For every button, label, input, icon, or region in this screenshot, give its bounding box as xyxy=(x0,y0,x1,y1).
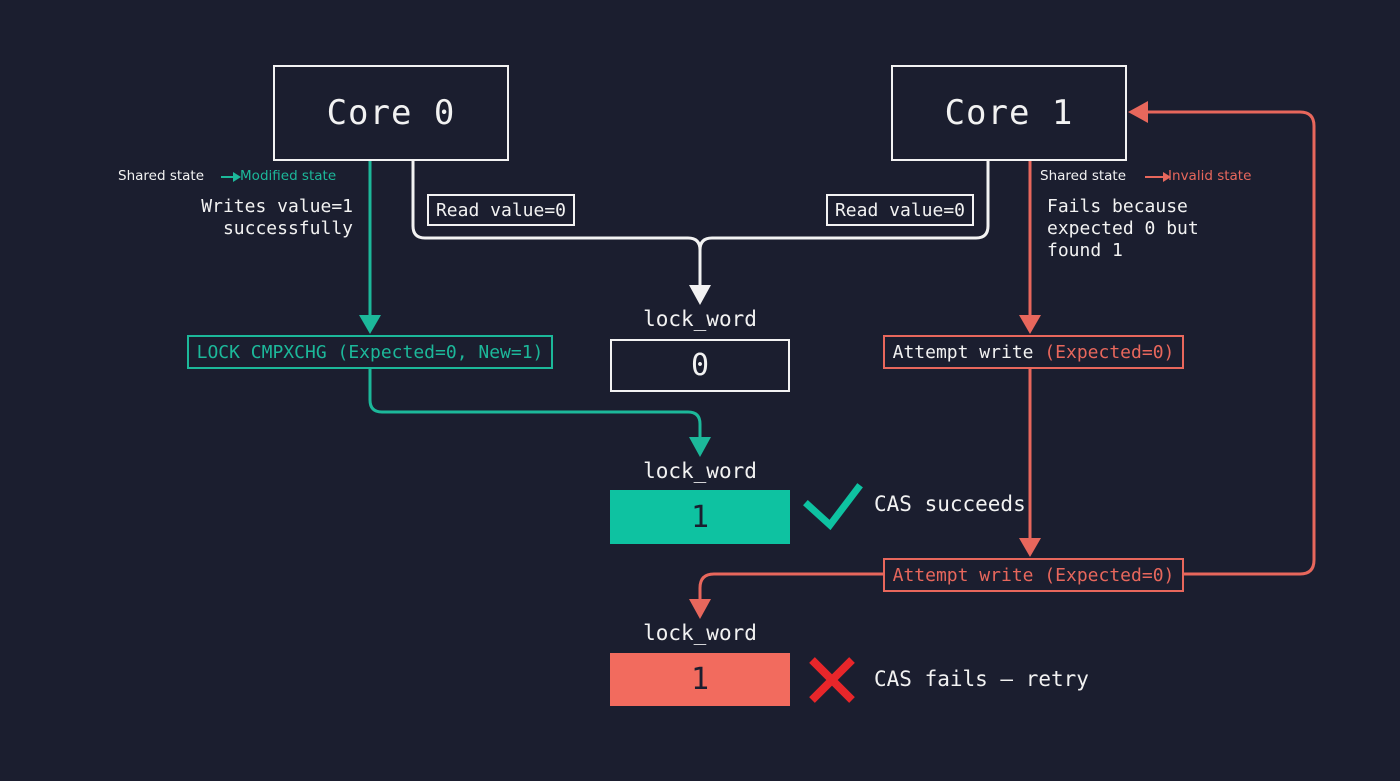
core1-read-box: Read value=0 xyxy=(826,194,974,226)
core1-box: Core 1 xyxy=(891,65,1127,161)
core0-state-from: Shared state xyxy=(118,168,205,184)
read-merge-arrow xyxy=(411,160,990,288)
core1-fail-note: Fails because expected 0 but found 1 xyxy=(1047,196,1199,261)
read-merge-arrowhead xyxy=(689,285,711,305)
attempt-write-1-prefix: Attempt write xyxy=(892,341,1045,363)
cross-icon xyxy=(809,657,855,703)
attempt-write-box-2: Attempt write (Expected=0) xyxy=(883,558,1184,592)
core1-arrowhead-3 xyxy=(689,599,711,619)
core1-state-from: Shared state xyxy=(1040,168,1127,184)
core1-arrowhead-1 xyxy=(1019,315,1041,334)
lock-word-label-success: lock_word xyxy=(643,459,757,483)
core0-read-box: Read value=0 xyxy=(427,194,575,226)
check-icon xyxy=(803,483,863,531)
lock-word-label-initial: lock_word xyxy=(643,307,757,331)
core1-state-arrow xyxy=(1145,172,1171,182)
core1-state-transition: Shared state Invalid state xyxy=(1040,168,1251,184)
core0-arrowhead-2 xyxy=(689,437,711,457)
core0-arrowhead-1 xyxy=(359,315,381,334)
attempt-write-1-suffix: (Expected=0) xyxy=(1044,341,1175,363)
core1-attempt-arrow xyxy=(698,110,1316,600)
lock-word-value-initial: 0 xyxy=(610,339,790,392)
core0-state-transition: Shared state Modified state xyxy=(118,168,336,184)
attempt-write-box-1: Attempt write (Expected=0) xyxy=(883,335,1184,369)
core0-state-arrow xyxy=(221,172,241,182)
core0-write-note: Writes value=1 successfully xyxy=(201,196,353,239)
lock-word-value-fail: 1 xyxy=(610,653,790,706)
core0-write-arrow xyxy=(368,160,702,440)
cmpxchg-op-box: LOCK CMPXCHG (Expected=0, New=1) xyxy=(187,335,553,369)
core0-box: Core 0 xyxy=(273,65,509,161)
lock-word-label-fail: lock_word xyxy=(643,621,757,645)
retry-arrowhead xyxy=(1128,101,1148,123)
core1-arrowhead-2 xyxy=(1019,538,1041,557)
cas-success-text: CAS succeeds xyxy=(874,492,1026,516)
lock-word-value-success: 1 xyxy=(610,490,790,544)
cas-fail-text: CAS fails — retry xyxy=(874,667,1089,691)
core0-state-to: Modified state xyxy=(240,168,337,184)
core1-state-to: Invalid state xyxy=(1168,168,1252,184)
